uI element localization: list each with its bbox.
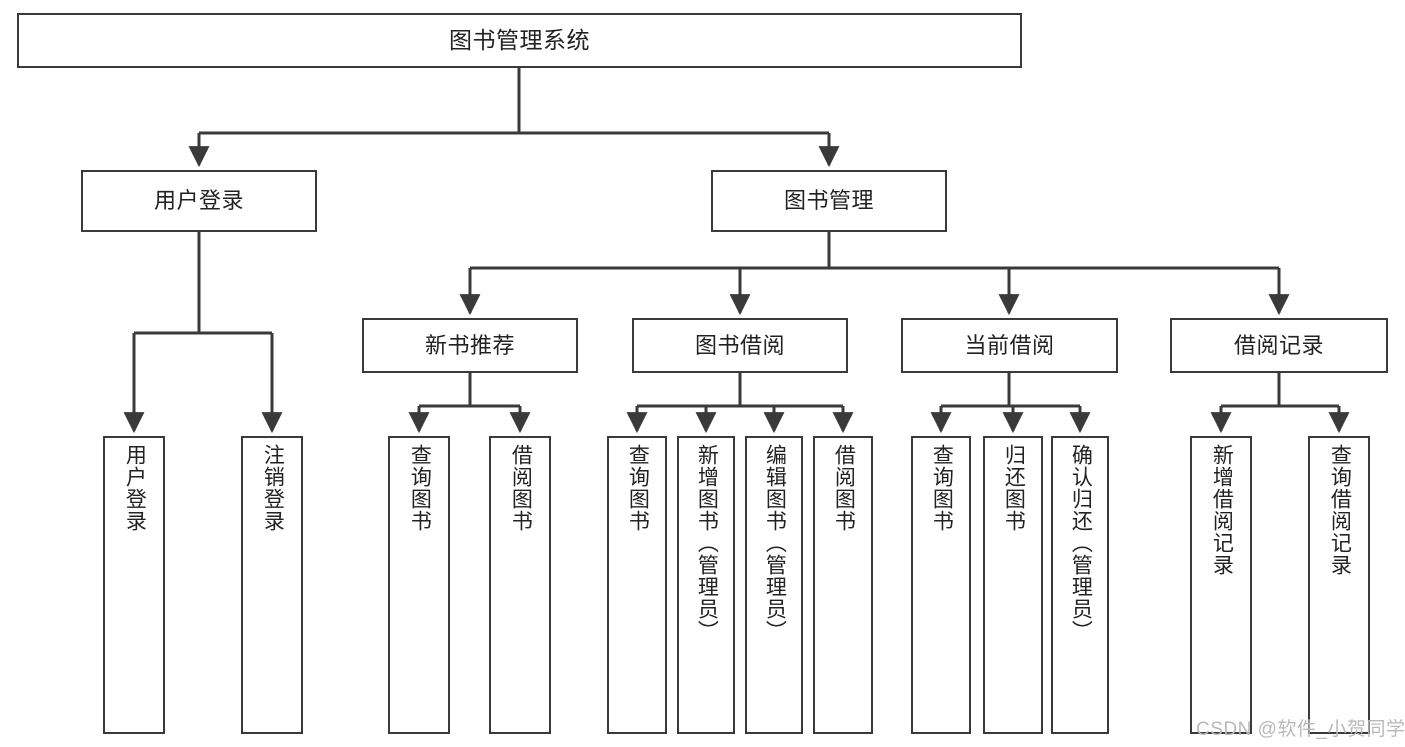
leaf-query-borrow-record[interactable]: 查询借阅记录 [1308, 436, 1370, 734]
leaf-query-book-new[interactable]: 查询图书 [388, 436, 450, 734]
node-new-book-recommend[interactable]: 新书推荐 [362, 318, 578, 373]
edges-newbook-to-leaves [408, 373, 531, 434]
leaf-add-book-admin[interactable]: 新增图书（管理员） [677, 436, 735, 734]
node-book-management-label: 图书管理 [783, 188, 874, 214]
node-book-borrow[interactable]: 图书借阅 [632, 318, 848, 373]
edges-userlogin-to-leaves [123, 232, 283, 434]
edges-current-to-leaves [930, 373, 1091, 434]
leaf-user-login-label: 用户登录 [123, 444, 147, 532]
leaf-borrow-book-label: 借阅图书 [832, 444, 856, 532]
node-current-borrow[interactable]: 当前借阅 [901, 318, 1118, 373]
leaf-edit-book-admin-label: 编辑图书（管理员） [763, 444, 787, 642]
edges-root-to-level2 [188, 68, 840, 168]
leaf-borrow-book-new-label: 借阅图书 [509, 444, 533, 532]
leaf-query-borrow-record-label: 查询借阅记录 [1328, 444, 1352, 576]
leaf-query-book-current[interactable]: 查询图书 [911, 436, 971, 734]
leaf-user-login[interactable]: 用户登录 [103, 436, 165, 734]
node-root[interactable]: 图书管理系统 [17, 13, 1022, 68]
leaf-confirm-return-admin-label: 确认归还（管理员） [1069, 444, 1093, 642]
leaf-query-book-borrow[interactable]: 查询图书 [607, 436, 667, 734]
leaf-query-book-borrow-label: 查询图书 [626, 444, 650, 532]
node-current-borrow-label: 当前借阅 [964, 332, 1055, 358]
node-book-management[interactable]: 图书管理 [711, 170, 947, 232]
leaf-return-book-label: 归还图书 [1002, 444, 1026, 532]
leaf-logout-label: 注销登录 [261, 444, 285, 532]
node-user-login[interactable]: 用户登录 [81, 170, 317, 232]
leaf-add-borrow-record-label: 新增借阅记录 [1210, 444, 1234, 576]
node-book-borrow-label: 图书借阅 [694, 332, 785, 358]
leaf-borrow-book[interactable]: 借阅图书 [813, 436, 873, 734]
csdn-watermark: CSDN @软件_小贺同学 [1196, 719, 1405, 740]
node-new-book-recommend-label: 新书推荐 [424, 332, 515, 358]
edges-bookmgmt-to-level3 [459, 232, 1290, 316]
leaf-logout[interactable]: 注销登录 [241, 436, 303, 734]
node-root-label: 图书管理系统 [449, 26, 590, 53]
node-borrow-record[interactable]: 借阅记录 [1170, 318, 1388, 373]
node-user-login-label: 用户登录 [153, 188, 244, 214]
leaf-borrow-book-new[interactable]: 借阅图书 [489, 436, 551, 734]
leaf-query-book-current-label: 查询图书 [930, 444, 954, 532]
leaf-return-book[interactable]: 归还图书 [983, 436, 1043, 734]
node-borrow-record-label: 借阅记录 [1233, 332, 1324, 358]
leaf-edit-book-admin[interactable]: 编辑图书（管理员） [745, 436, 803, 734]
leaf-query-book-new-label: 查询图书 [408, 444, 432, 532]
edges-borrow-to-leaves [626, 373, 854, 434]
leaf-add-book-admin-label: 新增图书（管理员） [695, 444, 719, 642]
edges-record-to-leaves [1210, 373, 1350, 434]
leaf-confirm-return-admin[interactable]: 确认归还（管理员） [1051, 436, 1109, 734]
leaf-add-borrow-record[interactable]: 新增借阅记录 [1190, 436, 1252, 734]
